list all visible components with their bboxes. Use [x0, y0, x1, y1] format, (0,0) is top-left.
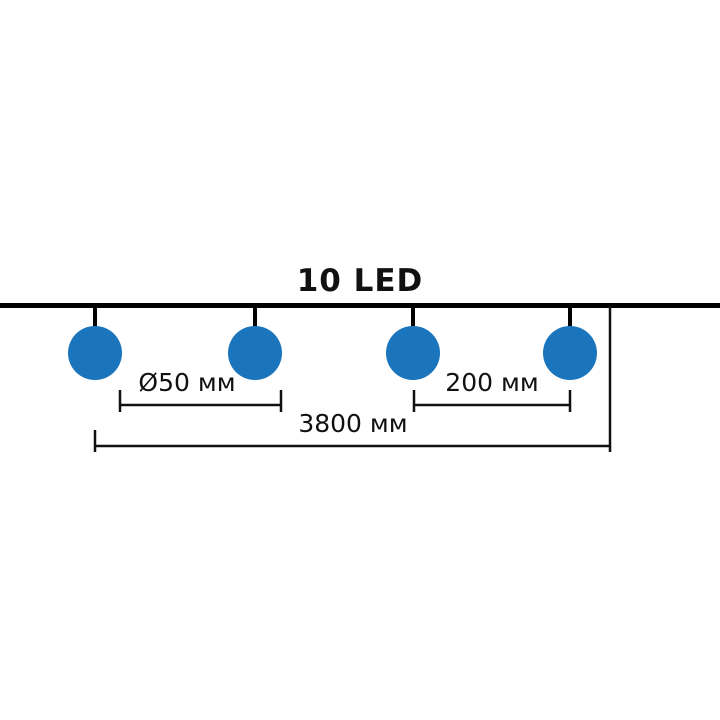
bulb-stems	[93, 306, 572, 330]
bulb-stem	[411, 306, 415, 330]
dimension-total-length	[93, 306, 612, 452]
led-bulb-1	[68, 326, 122, 380]
led-bulb-2	[228, 326, 282, 380]
led-bulbs	[68, 326, 597, 380]
dimension-bulb-spacing	[412, 390, 572, 412]
led-bulb-4	[543, 326, 597, 380]
dimension-bulb-diameter	[118, 390, 283, 412]
label-bulb-diameter: Ø50 мм	[138, 368, 235, 397]
label-total-length: 3800 мм	[298, 409, 407, 438]
diagram-title: 10 LED	[297, 263, 424, 299]
led-bulb-3	[386, 326, 440, 380]
bulb-stem	[253, 306, 257, 330]
label-bulb-spacing: 200 мм	[445, 368, 538, 397]
bulb-stem	[568, 306, 572, 330]
bulb-stem	[93, 306, 97, 330]
string-wire	[0, 303, 720, 308]
